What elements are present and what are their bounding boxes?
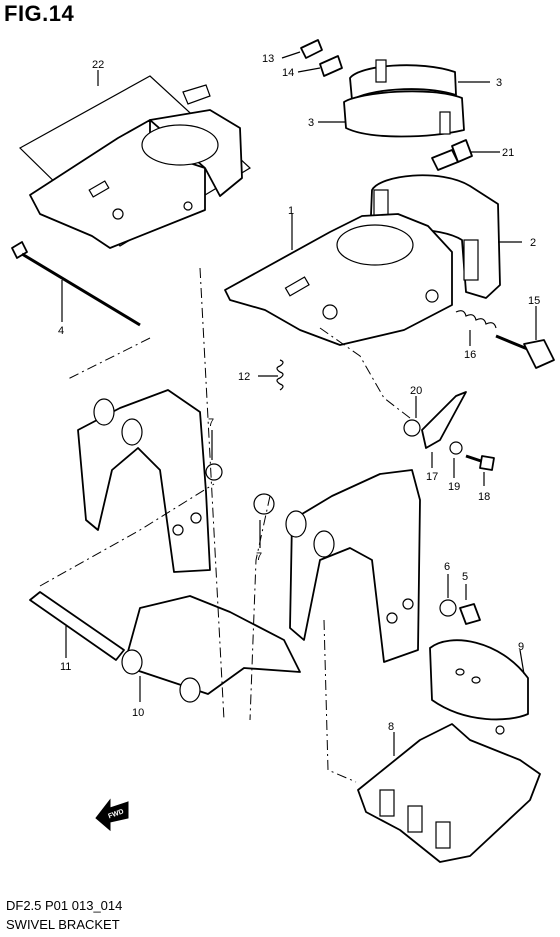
callout-8: 8: [388, 721, 394, 733]
callout-7-left: 7: [208, 417, 214, 429]
part-14-shim: [319, 55, 343, 77]
assembly-line-b: [319, 327, 411, 419]
part-11-pin: [29, 591, 125, 661]
callout-21: 21: [502, 147, 514, 159]
callout-3-upper: 3: [496, 77, 502, 89]
part-18-bolt: [465, 454, 495, 471]
callout-16: 16: [464, 349, 476, 361]
part-5-nut: [459, 603, 481, 625]
part-6-washer: [439, 599, 457, 617]
part-1-swivel-bracket: [224, 213, 453, 346]
right-clamp-bracket: [285, 469, 421, 663]
assembly-line-e: [323, 619, 357, 783]
callout-18: 18: [478, 491, 490, 503]
assembly-line-c: [65, 337, 151, 381]
callout-2: 2: [530, 237, 536, 249]
callout-19: 19: [448, 481, 460, 493]
callout-11: 11: [60, 661, 71, 673]
callout-7-right: 7: [256, 551, 262, 563]
callout-12: 12: [238, 371, 250, 383]
callout-17: 17: [426, 471, 438, 483]
part-8-cradle: [357, 723, 541, 863]
assembly-line-f: [39, 483, 215, 587]
assembly-line-d: [249, 495, 271, 721]
fwd-direction-arrow: FWD: [95, 798, 129, 832]
callout-14: 14: [282, 67, 294, 79]
part-17-arm: [421, 391, 467, 449]
figure-title: FIG.14: [4, 1, 75, 26]
part-20-ring: [403, 419, 421, 437]
callout-9: 9: [518, 641, 524, 653]
part-7-washer-left: [205, 463, 223, 481]
callout-5: 5: [462, 571, 468, 583]
figure-code: DF2.5 P01 013_014: [6, 898, 123, 913]
part-15-lever-bolt: [495, 334, 555, 369]
part-12-spring: [276, 359, 284, 391]
callout-13: 13: [262, 53, 274, 65]
part-4-long-bolt: [11, 241, 141, 327]
callout-10: 10: [132, 707, 144, 719]
callout-22: 22: [92, 59, 104, 71]
callout-15: 15: [528, 295, 540, 307]
part-3-bushing-pair: [343, 59, 465, 138]
callout-6: 6: [444, 561, 450, 573]
part-16-spring: [455, 310, 497, 329]
part-7-washer-right: [253, 493, 275, 515]
assembly-line-a: [199, 267, 225, 721]
figure-name: SWIVEL BRACKET: [6, 917, 120, 932]
callout-3-lower: 3: [308, 117, 314, 129]
part-13-shim: [300, 39, 323, 59]
part-9-band-clamp: [429, 639, 529, 735]
part-19-washer: [449, 441, 463, 455]
callout-1: 1: [288, 205, 294, 217]
part-22-assembly-box: [19, 75, 251, 249]
part-10-bracket: [121, 595, 301, 703]
callout-4: 4: [58, 325, 64, 337]
callout-20: 20: [410, 385, 422, 397]
part-21-bolt: [431, 139, 473, 171]
left-clamp-bracket: [77, 389, 211, 573]
